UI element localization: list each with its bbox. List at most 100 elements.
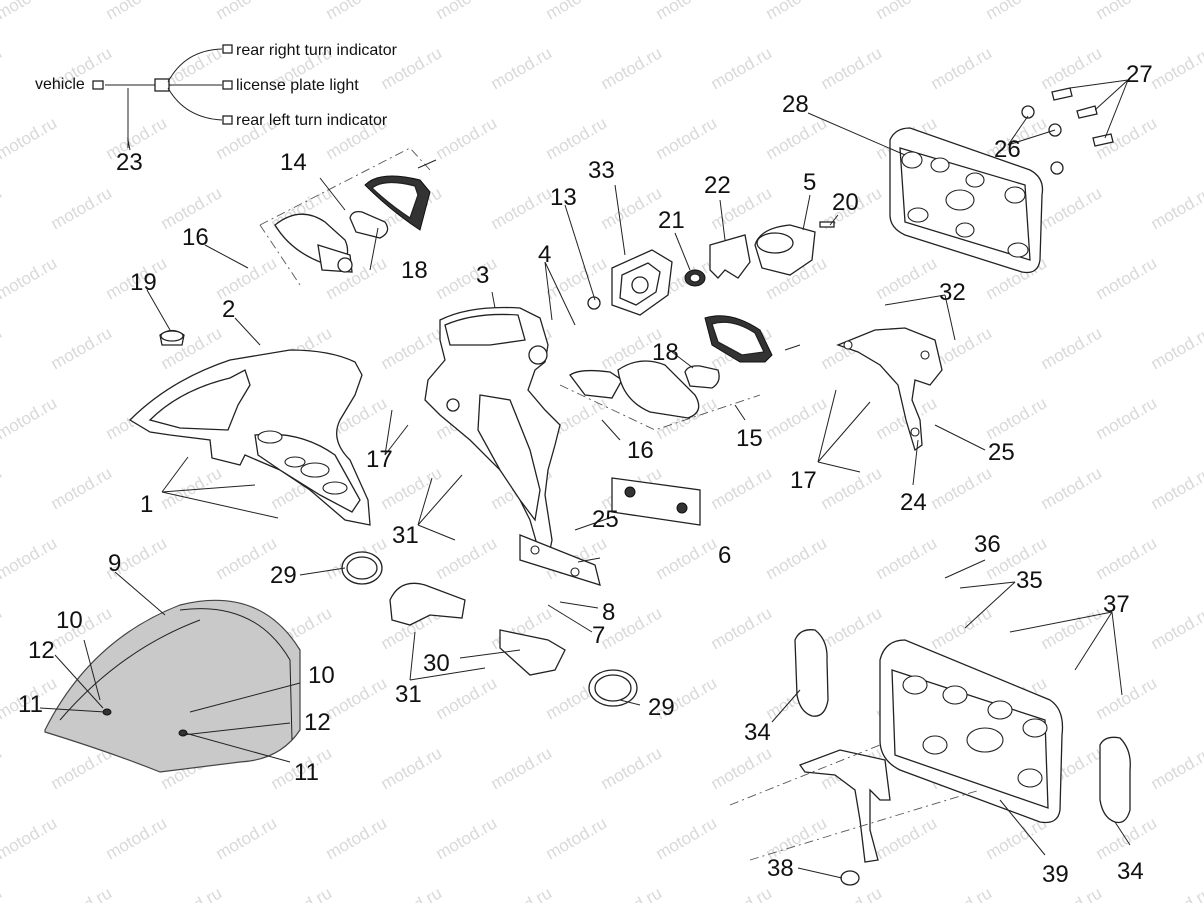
callout-39: 39 (1042, 861, 1069, 888)
callout-18b: 18 (652, 339, 679, 366)
callout-29b: 29 (648, 694, 675, 721)
watermark-text: motod.ru (763, 113, 831, 163)
callout-13: 13 (550, 184, 577, 211)
turn-indicator-left (259, 147, 437, 286)
callout-20: 20 (832, 189, 859, 216)
callout-38: 38 (767, 855, 794, 882)
callout-26: 26 (994, 136, 1021, 163)
watermark-text: motod.ru (653, 113, 721, 163)
watermark-text: motod.ru (928, 883, 996, 903)
watermark-text: motod.ru (433, 533, 501, 583)
watermark-text: motod.ru (708, 603, 776, 653)
watermark-text: motod.ru (543, 813, 611, 863)
watermark-text: motod.ru (0, 813, 60, 863)
callout-2: 2 (222, 296, 235, 323)
callout-numbers: 1 2 3 4 5 6 7 8 9 10 10 11 11 12 12 13 1… (18, 61, 1153, 888)
callout-28: 28 (782, 91, 809, 118)
watermark-text: motod.ru (543, 113, 611, 163)
license-plate-light-parts (587, 221, 836, 316)
callout-5: 5 (803, 169, 816, 196)
watermark-text: motod.ru (1093, 533, 1161, 583)
callout-15: 15 (736, 425, 763, 452)
watermark-text: motod.ru (433, 813, 501, 863)
callout-25b: 25 (988, 439, 1015, 466)
small-brackets (341, 551, 638, 707)
watermark-text: motod.ru (213, 813, 281, 863)
watermark-text: motod.ru (983, 393, 1051, 443)
watermark-text: motod.ru (873, 813, 941, 863)
turn-indicator-right (559, 315, 801, 431)
watermark-text: motod.ru (653, 813, 721, 863)
watermark-text: motod.ru (378, 743, 446, 793)
watermark-text: motod.ru (433, 253, 501, 303)
watermark-text: motod.ru (763, 393, 831, 443)
callout-4: 4 (538, 241, 551, 268)
watermark-text: motod.ru (598, 43, 666, 93)
callout-12b: 12 (304, 709, 331, 736)
watermark-text: motod.ru (708, 463, 776, 513)
callout-16b: 16 (627, 437, 654, 464)
callout-27: 27 (1126, 61, 1153, 88)
watermark-text: motod.ru (48, 883, 116, 903)
watermark-text: motod.ru (213, 0, 281, 23)
watermark-text: motod.ru (323, 0, 391, 23)
wiring-harness: vehicle rear right turn indicator licens… (35, 42, 398, 148)
callout-leaders (39, 79, 1131, 879)
callout-30: 30 (423, 650, 450, 677)
callout-10b: 10 (308, 662, 335, 689)
watermark-text: motod.ru (873, 253, 941, 303)
watermark-text: motod.ru (0, 183, 5, 233)
watermark-text: motod.ru (1038, 323, 1106, 373)
screws-and-washers-top (1021, 87, 1114, 175)
watermark-text: motod.ru (488, 183, 556, 233)
watermark-text: motod.ru (0, 883, 5, 903)
callout-6: 6 (718, 542, 731, 569)
watermark-text: motod.ru (928, 463, 996, 513)
watermark-text: motod.ru (378, 323, 446, 373)
watermark-text: motod.ru (48, 463, 116, 513)
watermark-text: motod.ru (103, 0, 171, 23)
watermark-text: motod.ru (48, 183, 116, 233)
watermark-text: motod.ru (0, 743, 5, 793)
callout-17a: 17 (366, 446, 393, 473)
reflector (611, 477, 701, 526)
wire-label-rear-right: rear right turn indicator (236, 42, 398, 59)
watermark-text: motod.ru (0, 323, 5, 373)
callout-37: 37 (1103, 591, 1130, 618)
watermark-text: motod.ru (1148, 603, 1204, 653)
watermark-text: motod.ru (1148, 743, 1204, 793)
watermark-text: motod.ru (598, 743, 666, 793)
watermark-text: motod.ru (0, 253, 60, 303)
watermark-text: motod.ru (0, 43, 5, 93)
watermark-text: motod.ru (158, 883, 226, 903)
watermark-text: motod.ru (818, 43, 886, 93)
callout-32: 32 (939, 279, 966, 306)
callout-8: 8 (602, 599, 615, 626)
watermark-text: motod.ru (653, 0, 721, 23)
callout-17b: 17 (790, 467, 817, 494)
plate-holder-frame (424, 306, 601, 586)
watermark-text: motod.ru (103, 813, 171, 863)
watermark-text: motod.ru (1148, 183, 1204, 233)
callout-3: 3 (476, 262, 489, 289)
watermark-text: motod.ru (1148, 43, 1204, 93)
watermark-text: motod.ru (433, 113, 501, 163)
watermark-text: motod.ru (983, 0, 1051, 23)
callout-18a: 18 (401, 257, 428, 284)
callout-9: 9 (108, 550, 121, 577)
watermark-text: motod.ru (1148, 883, 1204, 903)
watermark-text: motod.ru (708, 743, 776, 793)
callout-25a: 25 (592, 506, 619, 533)
watermark-text: motod.ru (48, 323, 116, 373)
watermark-text: motod.ru (763, 533, 831, 583)
callout-34a: 34 (744, 719, 771, 746)
watermark-text: motod.ru (708, 43, 776, 93)
watermark-text: motod.ru (1038, 603, 1106, 653)
callout-7: 7 (592, 622, 605, 649)
watermark-text: motod.ru (653, 533, 721, 583)
watermark-text: motod.ru (268, 883, 336, 903)
watermark-text: motod.ru (378, 883, 446, 903)
wire-label-plate-light: license plate light (236, 77, 359, 94)
watermark-text: motod.ru (928, 43, 996, 93)
